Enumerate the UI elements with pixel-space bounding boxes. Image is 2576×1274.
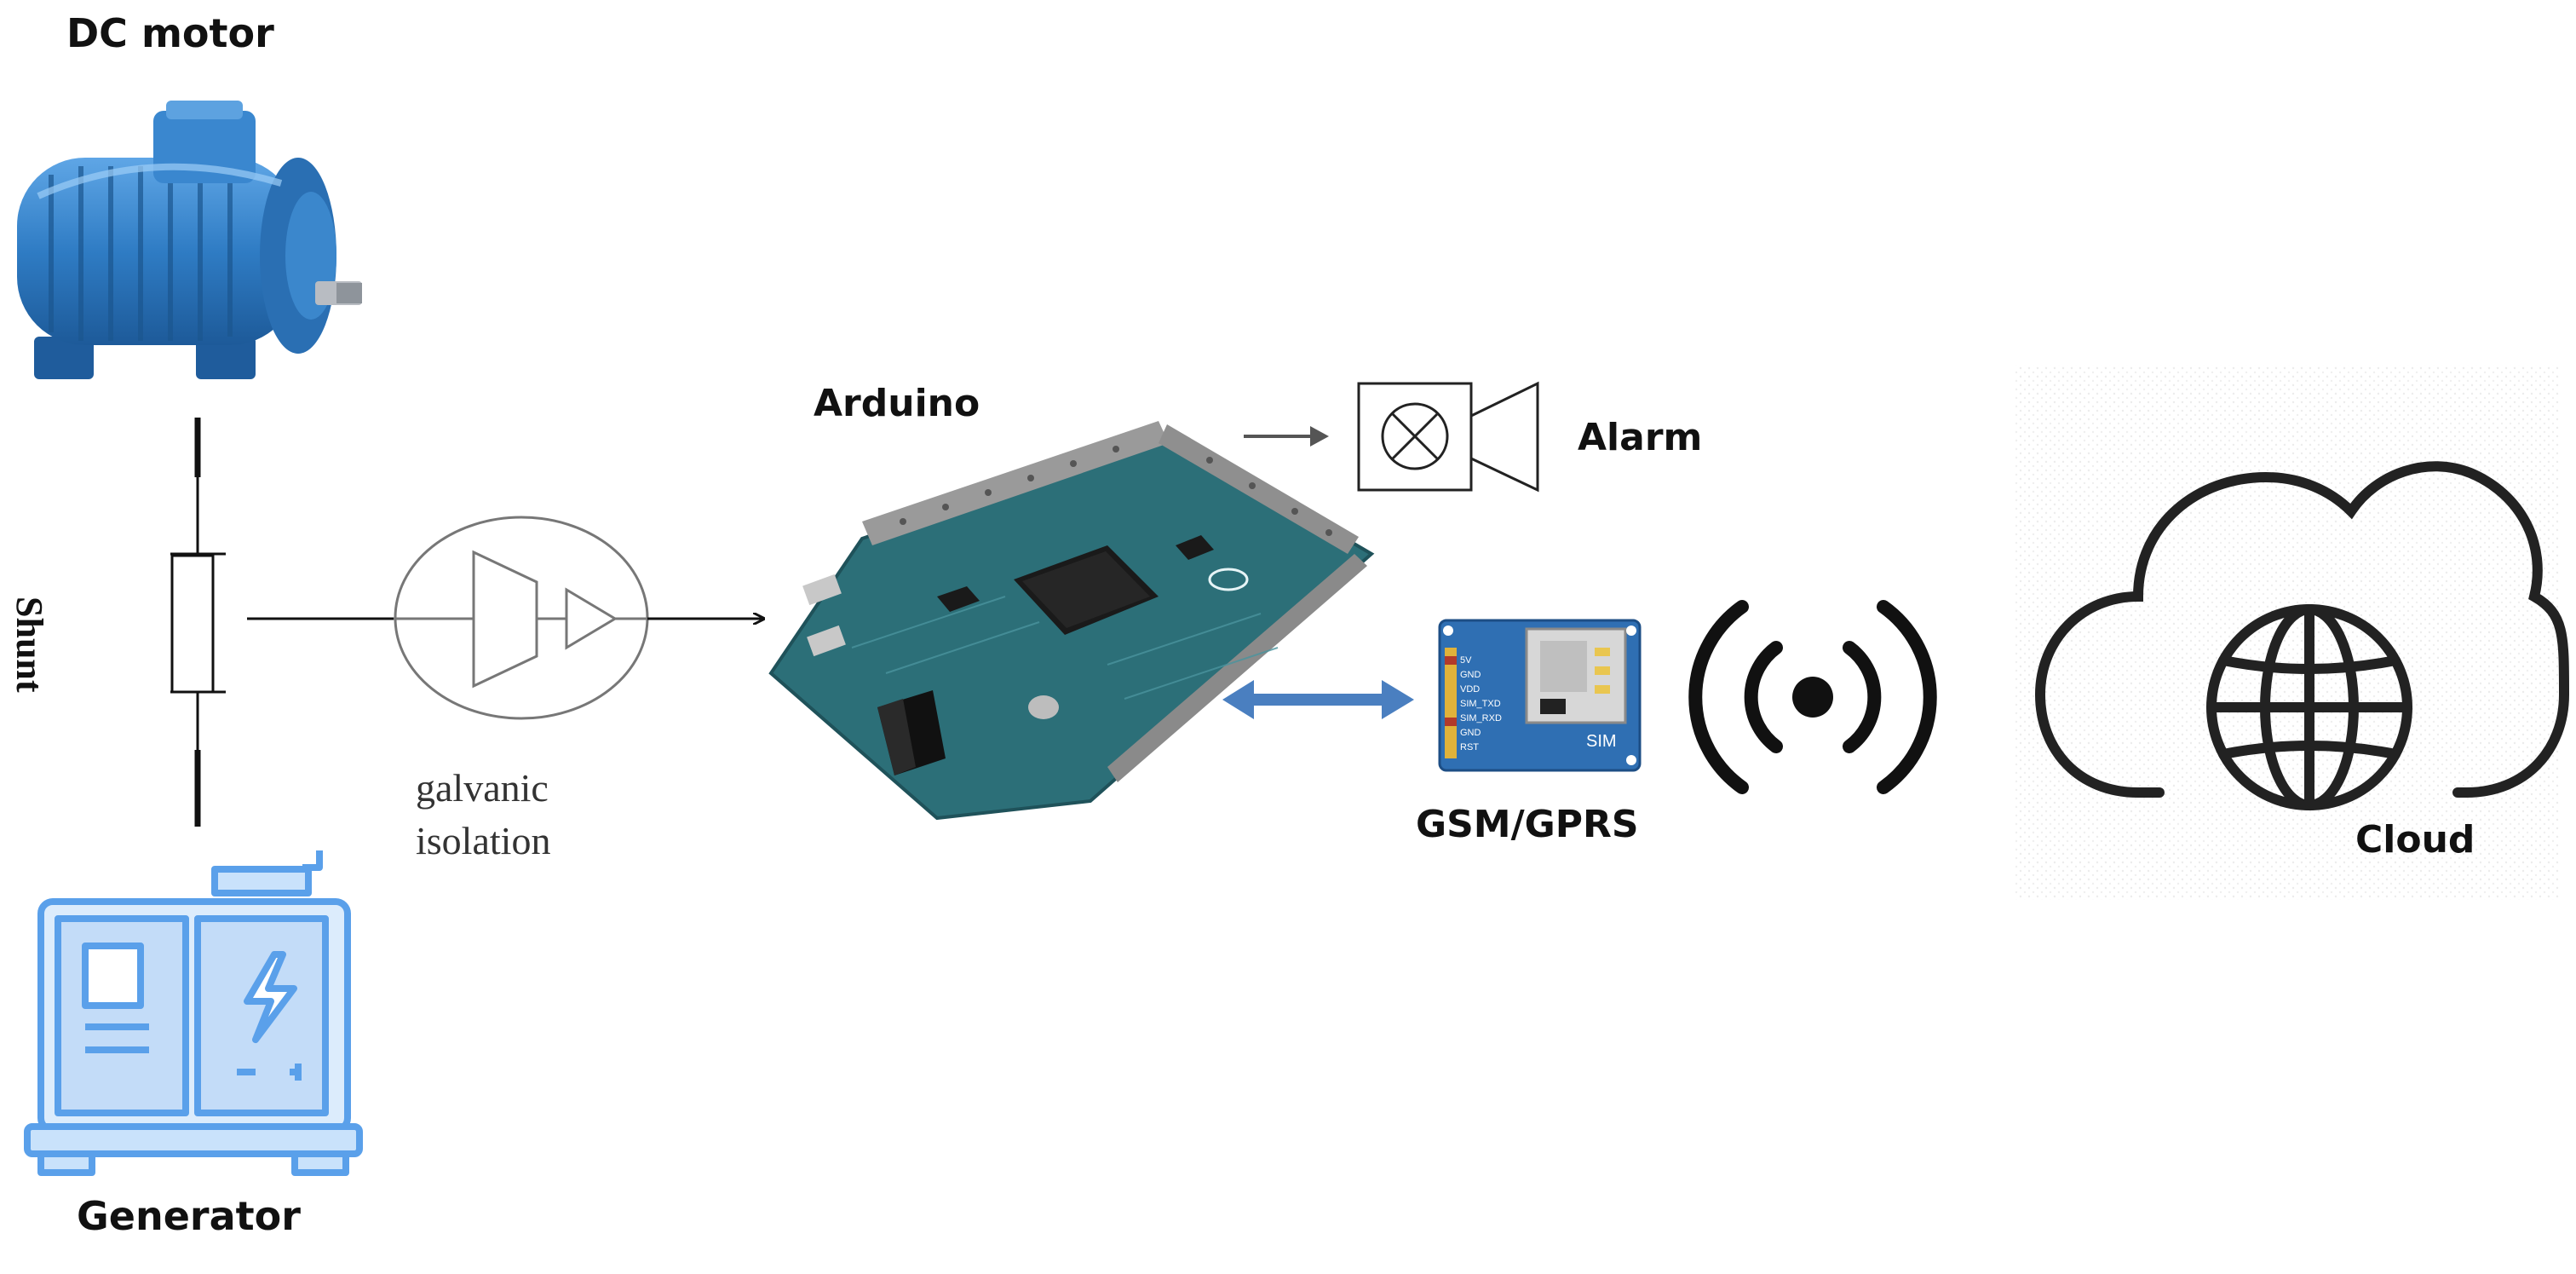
power-generator-icon xyxy=(24,850,363,1176)
cloud-globe-icon xyxy=(2034,461,2570,810)
gsm-pin-label: GND xyxy=(1460,670,1481,680)
gsm-pin-labels: 5V GND VDD SIM_TXD SIM_RXD GND RST xyxy=(1460,655,1502,752)
cloud-backdrop xyxy=(2015,365,2560,900)
gsm-pin-label: SIM_RXD xyxy=(1460,713,1502,723)
gsm-pin-label: RST xyxy=(1460,742,1479,752)
arduino-label: Arduino xyxy=(814,382,980,425)
arrow-arduino-gsm-bidirectional xyxy=(1222,680,1414,719)
gsm-pin-label: GND xyxy=(1460,728,1481,738)
isolation-amplifier-symbol xyxy=(394,516,649,720)
cloud-label: Cloud xyxy=(2355,818,2475,862)
alarm-speaker-icon xyxy=(1357,381,1539,493)
gsm-sim-label: SIM xyxy=(1586,732,1617,751)
galvanic-isolation-label-line1: galvanic xyxy=(416,766,549,810)
shunt-label: Shunt xyxy=(9,597,50,693)
gsm-gprs-label: GSM/GPRS xyxy=(1416,803,1639,846)
dc-motor-label: DC motor xyxy=(66,10,274,56)
gsm-pin-label: 5V xyxy=(1460,655,1472,666)
generator-label: Generator xyxy=(77,1193,301,1239)
gsm-pin-label: SIM_TXD xyxy=(1460,699,1501,709)
shunt-resistor xyxy=(170,552,226,694)
alarm-label: Alarm xyxy=(1578,416,1703,459)
arrow-arduino-alarm xyxy=(1244,426,1329,447)
gsm-module-icon xyxy=(1438,619,1642,772)
electric-motor-icon xyxy=(17,101,362,379)
gsm-pin-label: VDD xyxy=(1460,684,1480,695)
wireless-signal-icon xyxy=(1688,600,1937,794)
galvanic-isolation-label-line2: isolation xyxy=(416,819,551,862)
arduino-board-icon xyxy=(768,421,1375,821)
